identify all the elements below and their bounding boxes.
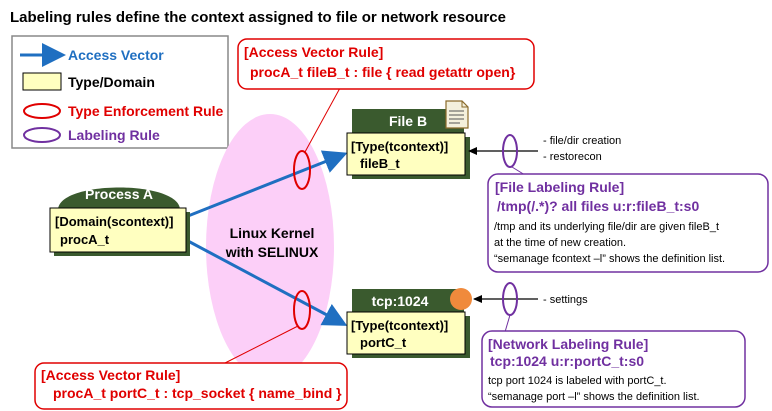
- legend-access-vector: Access Vector: [68, 47, 164, 63]
- av-rule-top-header: [Access Vector Rule]: [244, 44, 383, 60]
- process-a-context-box: [49, 207, 187, 253]
- file-labeling-rule: [File Labeling Rule] /tmp(/.*)? all file…: [487, 173, 769, 273]
- file-label-rule-header: [File Labeling Rule]: [495, 179, 624, 195]
- tcp-port-context-box: [346, 311, 466, 355]
- file-label-rule-desc2: at the time of new creation.: [494, 237, 626, 249]
- page-title: Labeling rules define the context assign…: [10, 9, 506, 26]
- tcp-trigger: - settings: [543, 294, 588, 306]
- legend-type-domain: Type/Domain: [68, 74, 155, 90]
- labeling-rule-legend-icon: [23, 127, 61, 143]
- file-b-context-value: fileB_t: [360, 156, 400, 171]
- file-b-context-box: [346, 132, 466, 176]
- process-a-context-value: procA_t: [60, 232, 110, 247]
- document-icon: [445, 100, 469, 129]
- file-b-name: File B: [389, 113, 427, 129]
- tcp-port: tcp:1024 [Type(tcontext)] portC_t: [346, 288, 472, 358]
- file-label-rule-text: /tmp(/.*)? all files u:r:fileB_t:s0: [497, 198, 699, 214]
- process-a: Process A [Domain(scontext)] procA_t: [49, 186, 190, 256]
- type-domain-legend-icon: [22, 72, 62, 91]
- av-rule-bottom: [Access Vector Rule] procA_t portC_t : t…: [34, 362, 348, 410]
- te-rule-marker-file: [293, 150, 311, 190]
- network-label-rule-desc2: “semanage port –l” shows the definition …: [488, 391, 700, 403]
- tcp-port-context-label: [Type(tcontext)]: [351, 318, 448, 333]
- labeling-marker-file: [502, 134, 518, 168]
- file-trigger-line1: - file/dir creation: [543, 135, 621, 147]
- network-label-rule-text: tcp:1024 u:r:portC_t:s0: [490, 353, 644, 369]
- av-rule-bottom-connector: [224, 325, 299, 364]
- kernel-ellipse: [206, 114, 334, 380]
- av-rule-bottom-body: procA_t portC_t : tcp_socket { name_bind…: [53, 385, 342, 401]
- port-icon: [450, 288, 472, 310]
- network-labeling-rule: [Network Labeling Rule] tcp:1024 u:r:por…: [481, 330, 746, 408]
- tcp-port-name: tcp:1024: [372, 293, 429, 309]
- av-rule-top-connector: [304, 87, 341, 153]
- file-trigger-line2: - restorecon: [543, 151, 602, 163]
- av-rule-top: [Access Vector Rule] procA_t fileB_t : f…: [237, 38, 535, 90]
- network-label-rule-connector: [504, 314, 511, 333]
- network-label-rule-desc1: tcp port 1024 is labeled with portC_t.: [488, 375, 667, 387]
- type-enforcement-legend-icon: [23, 103, 61, 119]
- kernel-label-line2: with SELINUX: [225, 244, 319, 260]
- access-vector-arrow-tcp: [187, 239, 348, 326]
- file-label-rule-desc3: “semanage fcontext –l” shows the definit…: [494, 253, 725, 265]
- file-b: File B [Type(tcontext)] fileB_t: [346, 100, 470, 179]
- file-label-rule-desc1: /tmp and its underlying file/dir are giv…: [494, 221, 719, 233]
- legend: Access Vector Type/Domain Type Enforceme…: [11, 35, 229, 149]
- av-rule-bottom-header: [Access Vector Rule]: [41, 367, 180, 383]
- av-rule-top-body: procA_t fileB_t : file { read getattr op…: [250, 64, 516, 80]
- process-a-header: [58, 187, 180, 210]
- te-rule-marker-tcp: [293, 290, 311, 330]
- kernel-label-line1: Linux Kernel: [230, 225, 315, 241]
- access-vector-arrow-file: [187, 150, 348, 218]
- file-b-header: [352, 109, 464, 133]
- tcp-port-header: [352, 289, 464, 313]
- legend-labeling-rule: Labeling Rule: [68, 127, 160, 143]
- process-a-name: Process A: [85, 186, 153, 202]
- tcp-port-context-value: portC_t: [360, 335, 407, 350]
- network-label-rule-header: [Network Labeling Rule]: [488, 336, 648, 352]
- legend-type-enforcement: Type Enforcement Rule: [68, 103, 224, 119]
- file-b-context-label: [Type(tcontext)]: [351, 139, 448, 154]
- process-a-context-label: [Domain(scontext)]: [55, 214, 173, 229]
